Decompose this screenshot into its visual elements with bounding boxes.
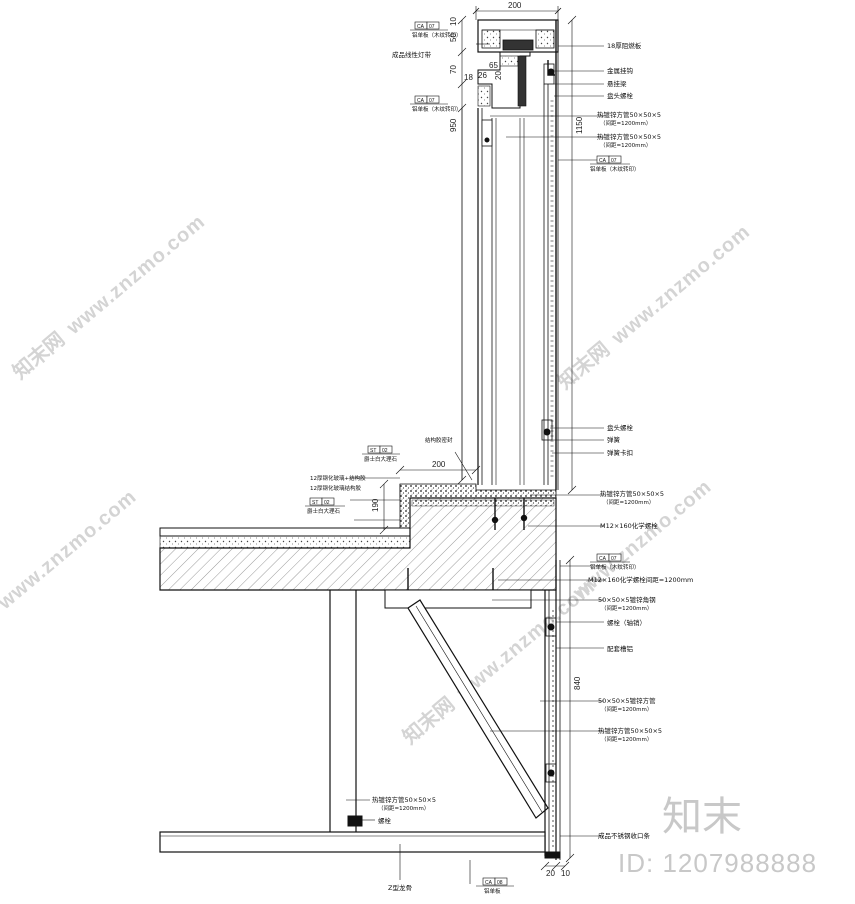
label-tube-b-sub: （间距=1200mm）: [600, 141, 651, 149]
watermark-site: www.znzmo.com: [0, 486, 141, 615]
dim-top-width: 200: [508, 1, 522, 10]
svg-text:铝单板（木纹转印）: 铝单板（木纹转印）: [412, 105, 462, 113]
svg-text:铝单板（木纹转印）: 铝单板（木纹转印）: [412, 31, 462, 39]
label-groove-alu: 配套槽铝: [607, 644, 633, 653]
svg-text:07: 07: [429, 24, 435, 30]
material-tag: ST 02 爵士白大理石: [362, 445, 400, 463]
material-tag: CA 07 铝单板（木纹转印）: [410, 95, 462, 113]
material-tag: ST 02 爵士白大理石: [305, 497, 345, 515]
dim-10: 10: [449, 17, 458, 26]
svg-text:02: 02: [382, 448, 388, 454]
dim-26: 26: [478, 71, 487, 80]
label-tube-b: 热镀锌方管50×50×5: [597, 132, 661, 141]
label-spring: 弹簧: [607, 435, 621, 444]
svg-text:CA: CA: [485, 880, 493, 886]
material-tag: CA 07 铝单板（木纹转印）: [410, 21, 462, 39]
dim-70: 70: [449, 65, 458, 74]
label-tube-d-sub: （间距=1200mm）: [601, 705, 652, 713]
svg-text:爵士白大理石: 爵士白大理石: [307, 507, 341, 515]
leader-lines: [346, 43, 604, 884]
svg-text:ST: ST: [370, 448, 376, 454]
upper-structure: [461, 6, 562, 490]
annotation-labels: 18厚阻燃板 成品线性灯带 金属挂钩 悬挂梁 盘头螺栓 热镀锌方管50×50×5…: [310, 41, 693, 892]
dim-18: 18: [464, 73, 473, 82]
label-tube-a: 热镀锌方管50×50×5: [597, 110, 661, 119]
svg-text:02: 02: [324, 500, 330, 506]
label-pan-bolt-top: 盘头螺栓: [607, 91, 634, 100]
svg-text:铝单板（木纹转印）: 铝单板（木纹转印）: [590, 165, 640, 173]
svg-text:铝单板: 铝单板: [484, 887, 501, 895]
label-tube-c: 热镀锌方管50×50×5: [600, 489, 664, 498]
label-tube-f: 热镀锌方管50×50×5: [372, 795, 436, 804]
label-chem-bolt2: M12×160化学螺栓间距=1200mm: [588, 575, 693, 584]
label-chem-bolt: M12×160化学螺栓: [600, 521, 658, 530]
label-glue-note: 结构胶密封: [425, 436, 453, 444]
watermark-cn: 知末网: [8, 327, 69, 384]
watermark-brand: 知末: [662, 794, 742, 840]
label-tube-a-sub: （间距=1200mm）: [600, 119, 651, 127]
svg-text:CA: CA: [417, 98, 425, 104]
svg-text:CA: CA: [417, 24, 425, 30]
label-pan-bolt-mid: 盘头螺栓: [607, 423, 634, 432]
dim-1150: 1150: [575, 116, 584, 134]
label-spring-clip: 弹簧卡扣: [607, 448, 633, 457]
label-marble-note2: 12厚钢化玻璃结构胶: [310, 484, 361, 492]
svg-text:07: 07: [611, 158, 617, 164]
dim-50: 50: [449, 33, 458, 42]
label-tube-f-sub: （间距=1200mm）: [378, 804, 429, 812]
label-z-keel: Z型龙骨: [388, 883, 412, 892]
svg-text:ST: ST: [312, 500, 318, 506]
label-ss-strip: 成品不锈钢收口条: [598, 831, 651, 840]
dimension-texts: 200 10 50 70 65 26 20 18 950 1150 200 19…: [371, 1, 584, 878]
label-bolt-bottom: 螺栓: [378, 816, 392, 825]
dim-190: 190: [371, 498, 380, 512]
label-angle-steel: 50×50×5镀锌角钢: [598, 595, 656, 604]
dim-65: 65: [489, 61, 498, 70]
svg-text:07: 07: [429, 98, 435, 104]
material-tags: CA 07 铝单板（木纹转印） CA 07 铝单板（木纹转印） CA 07 铝单…: [305, 21, 640, 895]
dim-950: 950: [449, 118, 458, 132]
watermark-cn: 知末网: [553, 337, 614, 394]
material-tag: CA 07 铝单板（木纹转印）: [590, 155, 640, 173]
watermark-id: ID: 1207988888: [618, 848, 817, 878]
floor-section: [159, 483, 557, 609]
dimension-lines: [379, 15, 577, 871]
svg-text:08: 08: [497, 880, 503, 886]
label-led-strip: 成品线性灯带: [392, 50, 432, 59]
label-board18: 18厚阻燃板: [607, 41, 642, 50]
label-metal-hook: 金属挂钩: [607, 66, 634, 75]
dim-200: 200: [432, 460, 446, 469]
label-hanging-beam: 悬挂梁: [607, 79, 627, 88]
svg-text:07: 07: [611, 556, 617, 562]
svg-text:CA: CA: [599, 158, 607, 164]
lower-support: [159, 560, 561, 860]
label-tube-e-sub: （间距=1200mm）: [601, 735, 652, 743]
dim-20-bottom: 20: [546, 869, 555, 878]
material-tag: CA 07 铝单板（木纹转印）: [590, 553, 640, 571]
svg-text:爵士白大理石: 爵士白大理石: [364, 455, 398, 463]
label-tube-e: 热镀锌方管50×50×5: [598, 726, 662, 735]
dim-10-bottom: 10: [561, 869, 570, 878]
dim-20: 20: [494, 71, 503, 80]
label-marble-note: 12厚钢化玻璃+结构胶: [310, 474, 366, 482]
watermark-cn: 知末网: [398, 692, 459, 749]
label-bolt-pin: 螺栓（轴销）: [607, 618, 646, 627]
material-tag: CA 08 铝单板: [476, 877, 514, 895]
watermark-site: www.znzmo.com: [62, 211, 210, 340]
watermark-site: www.znzmo.com: [607, 221, 755, 350]
label-angle-steel-sub: （间距=1200mm）: [601, 604, 652, 612]
svg-text:CA: CA: [599, 556, 607, 562]
label-tube-c-sub: （间距=1200mm）: [603, 498, 654, 506]
dim-840: 840: [573, 676, 582, 690]
label-tube-d: 50×50×5镀锌方管: [598, 696, 656, 705]
svg-text:铝单板（木纹转印）: 铝单板（木纹转印）: [590, 563, 640, 571]
